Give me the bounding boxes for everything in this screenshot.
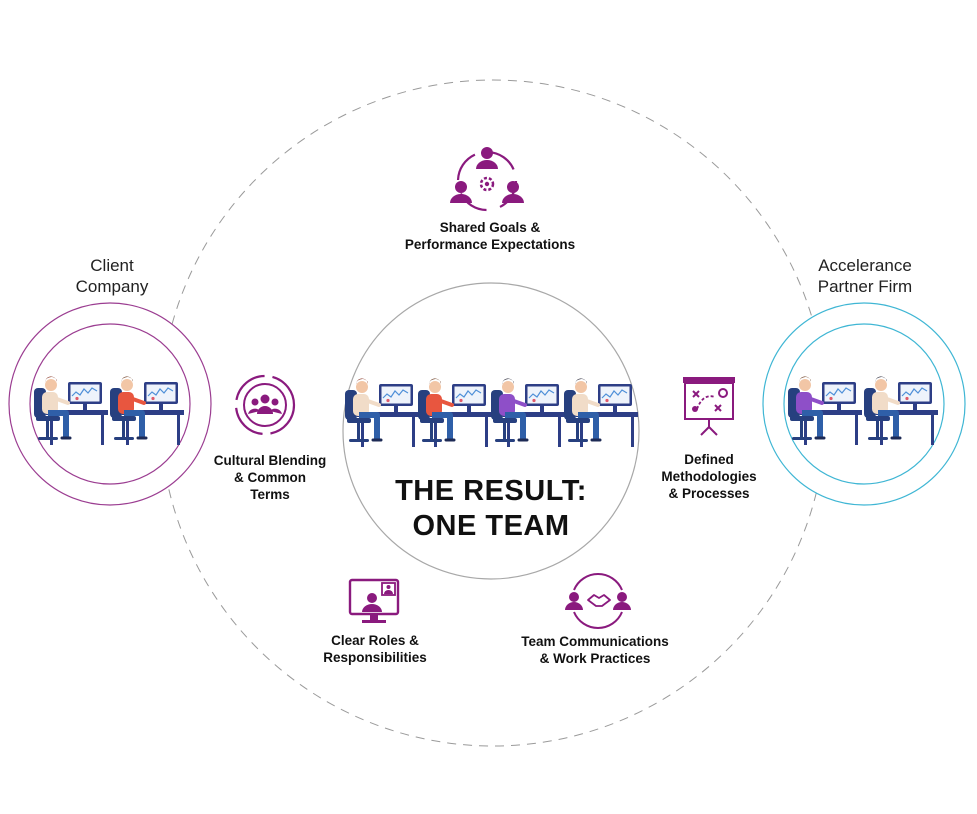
partner-title-line-2: Partner Firm: [817, 277, 913, 297]
result-title: THE RESULT: ONE TEAM: [381, 474, 601, 544]
client-worker-2: [110, 376, 184, 445]
client-title-line-1: Client: [90, 256, 134, 275]
team-worker-2: [418, 378, 492, 447]
team-worker-3: [491, 378, 565, 447]
video-call-icon: [348, 578, 400, 623]
partner-worker-1: [788, 376, 862, 445]
pillar-label: Clear Roles &: [331, 633, 419, 648]
client-worker-1: [34, 376, 108, 445]
pillar-label: Team Communications: [521, 634, 669, 649]
group-circle-icon: [234, 374, 296, 436]
pillar-label: Responsibilities: [323, 649, 427, 665]
pillar-label: Cultural Blending: [213, 453, 327, 468]
pillar-label: Shared Goals &: [439, 220, 541, 235]
pillar-label: & Processes: [668, 485, 750, 501]
team-gear-icon: [450, 147, 524, 212]
pillar-label: & Work Practices: [539, 650, 651, 666]
client-company-title: Client Company: [52, 255, 172, 298]
partner-title-line-1: Accelerance: [818, 256, 912, 275]
pillar-shared-goals: Shared Goals & Performance Expectations: [385, 220, 595, 254]
pillar-label: Defined: [684, 452, 734, 467]
partner-firm-title: Accelerance Partner Firm: [795, 255, 935, 298]
result-line-1: THE RESULT:: [395, 475, 587, 507]
team-worker-4: [564, 378, 638, 447]
pillar-clear-roles: Clear Roles & Responsibilities: [305, 633, 445, 667]
pillar-label: & Common: [234, 469, 306, 485]
center-ring: [342, 282, 640, 580]
result-line-2: ONE TEAM: [412, 509, 570, 542]
strategy-board-icon: [683, 377, 735, 436]
pillar-label: Methodologies: [661, 468, 757, 484]
pillar-label: Performance Expectations: [404, 236, 576, 252]
pillar-team-communications: Team Communications & Work Practices: [500, 634, 690, 668]
pillar-label: Terms: [250, 486, 290, 502]
partner-worker-2: [864, 376, 938, 445]
client-title-line-2: Company: [75, 277, 149, 297]
handshake-icon: [565, 573, 631, 629]
pillar-defined-methodologies: Defined Methodologies & Processes: [648, 452, 770, 503]
team-worker-1: [345, 378, 419, 447]
pillar-cultural-blending: Cultural Blending & Common Terms: [200, 453, 340, 504]
